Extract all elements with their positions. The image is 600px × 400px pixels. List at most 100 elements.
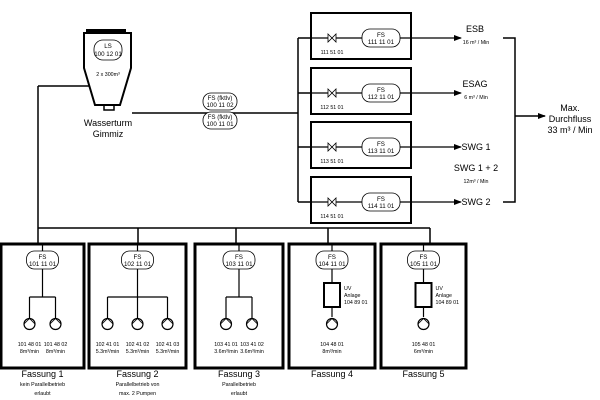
total-outflow: Max. Durchfluss 33 m³ / Min bbox=[503, 37, 593, 203]
flow-meter-id: 104 11 01 bbox=[318, 261, 346, 268]
pump-flow: 6m³/min bbox=[414, 349, 433, 355]
pipes bbox=[37, 37, 431, 244]
uv-id: 104 89 01 bbox=[436, 300, 460, 306]
main-meter-2-box bbox=[202, 111, 238, 130]
flow-meter-label: FS bbox=[235, 254, 243, 261]
consumer-box bbox=[310, 176, 412, 224]
main-meter-2-label: FS (fktlv) bbox=[208, 114, 233, 121]
pump-id: 103 41 02 bbox=[240, 342, 264, 348]
well-note: kein Parallelbetrieb bbox=[20, 382, 65, 388]
valve-id: 113 51 01 bbox=[320, 159, 343, 165]
pump-icon bbox=[417, 317, 430, 331]
main-meter-1-label: FS (fktlv) bbox=[208, 95, 233, 102]
consumer-box bbox=[310, 121, 412, 169]
pump-flow: 5.3m³/min bbox=[126, 349, 150, 355]
consumer-swg1: FS 113 11 01 113 51 01 SWG 1 bbox=[310, 121, 491, 169]
consumer-name: ESB bbox=[466, 24, 484, 34]
well-title: Fassung 2 bbox=[116, 369, 158, 379]
consumer-box bbox=[310, 67, 412, 115]
well-note: erlaubt bbox=[34, 391, 51, 397]
pump-id: 103 41 01 bbox=[214, 342, 238, 348]
pump-icon bbox=[49, 317, 62, 331]
uv-label: Anlage bbox=[344, 293, 361, 299]
pump: 103 41 013.6m³/min bbox=[214, 317, 238, 355]
well-title: Fassung 5 bbox=[402, 369, 444, 379]
main-flow-meters: FS (fktlv) 100 11 02 FS (fktlv) 100 11 0… bbox=[202, 92, 238, 130]
ls-id: 100 12 01 bbox=[94, 51, 122, 58]
pump-icon bbox=[245, 317, 259, 331]
max-flow-line1: Max. bbox=[560, 103, 580, 113]
ls-label: LS bbox=[104, 43, 112, 50]
tower-name: Wasserturm bbox=[84, 118, 132, 128]
flow-meter-label: FS bbox=[377, 87, 385, 94]
flow-meter-label: FS bbox=[377, 141, 385, 148]
pump-id: 102 41 01 bbox=[96, 342, 120, 348]
pump-icon bbox=[131, 317, 144, 331]
uv-id: 104 89 01 bbox=[344, 300, 368, 306]
consumer-swg2: FS 114 11 01 114 51 01 SWG 2 bbox=[310, 176, 491, 224]
well-title: Fassung 4 bbox=[311, 369, 353, 379]
swg-combined-flow: 12m³ / Min bbox=[463, 179, 488, 185]
uv-label: Anlage bbox=[436, 293, 453, 299]
uv-label: UV bbox=[436, 286, 444, 292]
max-flow-line3: 33 m³ / Min bbox=[547, 125, 592, 135]
pump-id: 105 48 01 bbox=[412, 342, 436, 348]
tower-place: Gimmiz bbox=[93, 129, 124, 139]
uv-label: UV bbox=[344, 286, 352, 292]
pump-flow: 8m³/min bbox=[46, 349, 65, 355]
main-meter-1-box bbox=[202, 92, 238, 111]
pump-flow: 3.6m³/min bbox=[240, 349, 264, 355]
pump: 102 41 015.3m³/min bbox=[96, 317, 120, 355]
flow-meter-id: 112 11 01 bbox=[368, 94, 395, 101]
flow-meter-id: 114 11 01 bbox=[368, 203, 395, 210]
valve-icon bbox=[327, 88, 337, 98]
pump-icon bbox=[23, 317, 36, 331]
pump-flow: 5.3m³/min bbox=[96, 349, 120, 355]
main-meter-2-id: 100 11 01 bbox=[206, 121, 234, 128]
collector-bracket bbox=[503, 37, 516, 203]
consumer-name: ESAG bbox=[462, 79, 487, 89]
pump-icon bbox=[161, 317, 174, 331]
consumer-name: SWG 1 bbox=[461, 142, 490, 152]
pump-icon bbox=[101, 317, 114, 331]
well-note: erlaubt bbox=[231, 391, 248, 397]
flow-meter-label: FS bbox=[328, 254, 336, 261]
swg-combined-name: SWG 1 + 2 bbox=[454, 163, 498, 173]
consumer-esag: FS 112 11 01 112 51 01 ESAG 6 m³ / Min bbox=[310, 67, 488, 115]
pump-id: 101 48 02 bbox=[44, 342, 68, 348]
valve-icon bbox=[327, 142, 337, 152]
water-tower: LS 100 12 01 2 x 300m³ Wasserturm Gimmiz bbox=[83, 29, 132, 139]
flow-meter-label: FS bbox=[420, 254, 428, 261]
consumer-esb: FS 111 11 01 111 51 01 ESB 16 m³ / Min bbox=[310, 12, 490, 60]
max-flow-line2: Durchfluss bbox=[549, 114, 592, 124]
valve-icon bbox=[327, 33, 337, 43]
well-title: Fassung 1 bbox=[21, 369, 63, 379]
uv-unit bbox=[414, 282, 433, 308]
ls-meter-box bbox=[93, 39, 123, 61]
pump-icon bbox=[325, 317, 339, 331]
valve-id: 111 51 01 bbox=[321, 50, 344, 56]
consumer-flow: 16 m³ / Min bbox=[463, 40, 490, 46]
flow-meter-label: FS bbox=[39, 254, 47, 261]
pump-flow: 5.3m³/min bbox=[156, 349, 180, 355]
pump-id: 102 41 02 bbox=[126, 342, 150, 348]
tower-cap bbox=[86, 29, 126, 33]
consumer-name: SWG 2 bbox=[461, 197, 490, 207]
flow-meter-id: 111 11 01 bbox=[368, 39, 395, 46]
pump-id: 104 48 01 bbox=[320, 342, 344, 348]
pump: 103 41 023.6m³/min bbox=[240, 317, 264, 355]
tower-body bbox=[83, 32, 132, 106]
valve-id: 112 51 01 bbox=[320, 105, 343, 111]
pump-id: 101 48 01 bbox=[18, 342, 42, 348]
well-title: Fassung 3 bbox=[218, 369, 260, 379]
uv-unit bbox=[323, 282, 341, 308]
